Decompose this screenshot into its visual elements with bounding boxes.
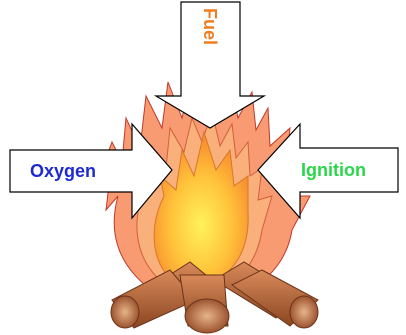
log-right-end (290, 296, 318, 328)
oxygen-label: Oxygen (30, 161, 96, 181)
log-left-end (111, 296, 139, 328)
fuel-label: Fuel (200, 8, 220, 45)
log-middle-end (185, 299, 229, 333)
ignition-label: Ignition (301, 160, 366, 180)
